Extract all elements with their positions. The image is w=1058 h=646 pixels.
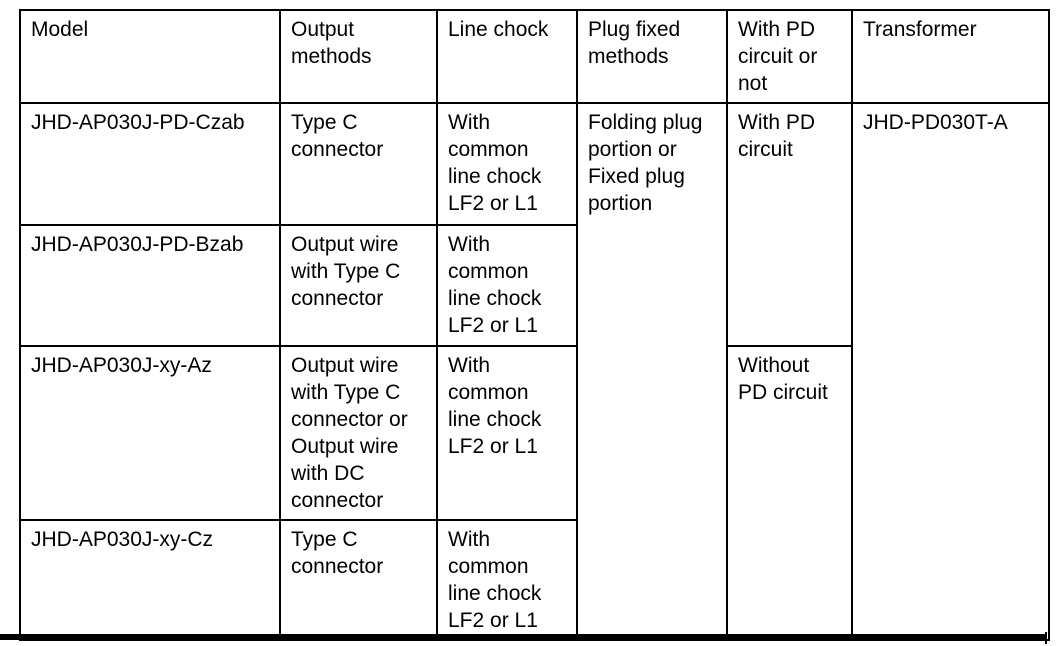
cell-line-chock-3: With common line chock LF2 or L1 — [436, 345, 578, 521]
page-bottom-rule — [0, 634, 1047, 640]
header-transformer: Transformer — [851, 9, 1050, 104]
cell-transformer-merged: JHD-PD030T-A — [851, 102, 1050, 641]
cell-output-method-4: Type C connector — [279, 519, 438, 641]
cell-without-pd-circuit-merged: Without PD circuit — [726, 345, 853, 641]
table-header-row: Model Output methods Line chock Plug fix… — [19, 9, 1050, 104]
table-row-1: JHD-AP030J-PD-Czab Type C connector With… — [19, 102, 1050, 641]
cell-line-chock-2: With common line chock LF2 or L1 — [436, 224, 578, 347]
table-row-2: JHD-AP030J-PD-Bzab Output wire with Type… — [19, 224, 1049, 347]
product-spec-table: Model Output methods Line chock Plug fix… — [19, 9, 1050, 641]
header-output-methods: Output methods — [279, 9, 438, 104]
cell-with-pd-circuit-merged: With PD circuit — [726, 102, 853, 347]
table-row-4: JHD-AP030J-xy-Cz Type C connector With c… — [19, 519, 1049, 641]
cell-model-4: JHD-AP030J-xy-Cz — [19, 519, 281, 641]
cell-output-method-3: Output wire with Type C connector or Out… — [279, 345, 438, 521]
cell-plug-fixed-methods-merged: Folding plug portion or Fixed plug porti… — [576, 102, 728, 641]
cell-output-method-2: Output wire with Type C connector — [279, 224, 438, 347]
header-pd-circuit: With PD circuit or not — [726, 9, 853, 104]
cell-line-chock-1: With common line chock LF2 or L1 — [436, 102, 578, 226]
header-line-chock: Line chock — [436, 9, 578, 104]
header-plug-fixed-methods: Plug fixed methods — [576, 9, 728, 104]
header-model: Model — [19, 9, 281, 104]
cell-model-2: JHD-AP030J-PD-Bzab — [19, 224, 281, 347]
cell-line-chock-4: With common line chock LF2 or L1 — [436, 519, 578, 641]
cell-output-method-1: Type C connector — [279, 102, 438, 226]
cell-model-1: JHD-AP030J-PD-Czab — [19, 102, 281, 226]
cell-model-3: JHD-AP030J-xy-Az — [19, 345, 281, 521]
table-right-border-extension — [1045, 632, 1047, 644]
